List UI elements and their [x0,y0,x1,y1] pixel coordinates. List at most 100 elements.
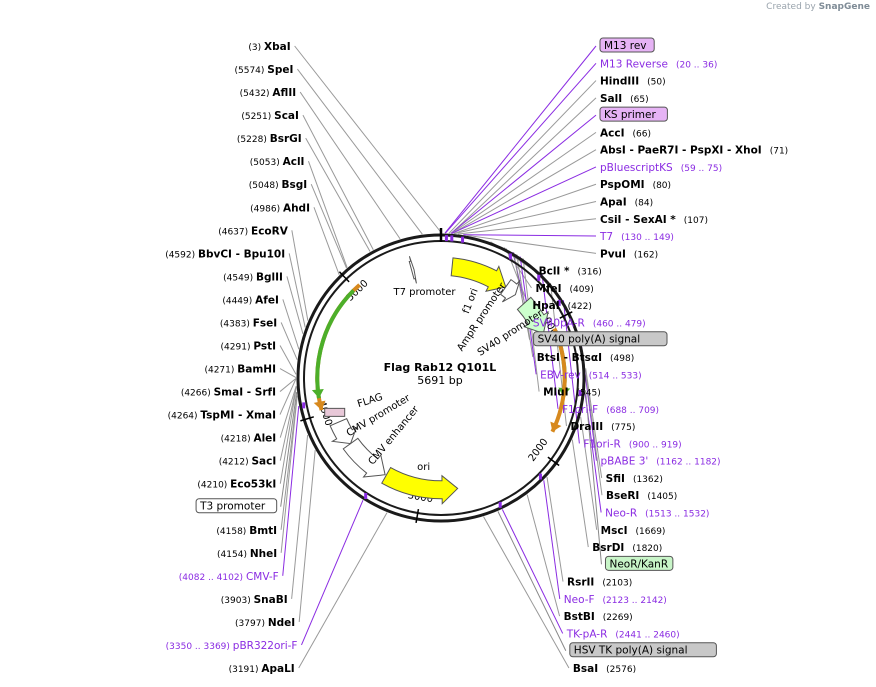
label-text: (4592) BbvCI - Bpu10I [165,248,285,260]
site-coordinate: (2269) [603,613,633,623]
label-text: (5228) BsrGI [237,133,302,145]
site-coordinate: (4271) [204,366,237,376]
label-text: KS primer [604,109,656,121]
site-coordinate: (4266) [181,389,214,399]
site-label-psti: (4291) PstI [221,340,276,352]
primer-site-mark [364,493,368,500]
leader-rsrii [546,476,564,582]
leader-alei [279,385,297,438]
site-name: BstBI [564,611,595,623]
leader-apali [298,512,388,669]
site-label-hpai: HpaI (422) [532,300,592,312]
site-label-eco53ki: (4210) Eco53kI [197,479,276,491]
leader-pspomi [453,183,597,235]
feature-label-f1-ori: f1 ori [461,287,481,315]
tick-3000 [415,508,420,523]
site-label-bseri: BseRI(1405) [606,490,677,502]
leader-bbvci-bpu10i [288,253,306,328]
site-label-bbvci-bpu10i: (4592) BbvCI - Bpu10I [165,248,285,260]
site-name: MluI [543,387,568,399]
site-label-apai: ApaI(84) [600,197,653,209]
site-label-m13-rev: M13 rev [599,37,655,53]
site-name: BbvCI - Bpu10I [198,248,285,260]
site-coordinate: (1820) [632,544,662,554]
site-coordinate: (5574) [234,66,267,76]
leader-acci [451,131,597,234]
leader-apai [454,201,597,235]
label-text: MfeI(409) [536,283,594,295]
site-label-xbai: (3) XbaI [248,41,290,53]
leader-bglii [286,276,304,334]
primer-site-mark [450,235,454,242]
site-name: AclI [283,156,305,168]
label-box [599,106,668,122]
label-text: (3) XbaI [248,41,290,53]
leader-bmti [280,395,298,530]
site-label-pvui: PvuI(162) [600,248,658,260]
site-coordinate: (422) [568,302,592,312]
primer-site-mark [537,274,541,281]
site-name: BtsI - BtsαI [537,352,602,364]
site-coordinate: (3350 .. 3369) [166,642,233,652]
site-label-t3-promoter: T3 promoter [195,498,278,514]
site-coordinate: (59 .. 75) [681,164,722,174]
site-name: BsrGI [270,133,302,145]
site-label-bmti: (4158) BmtI [216,525,277,537]
label-text: (4158) BmtI [216,525,277,537]
site-name: EcoRV [251,225,289,237]
label-text: PvuI(162) [600,248,658,260]
site-coordinate: (1162 .. 1182) [656,458,720,468]
label-box [604,555,674,571]
site-label-absi-paer7i-pspxi-xhoi: AbsI - PaeR7I - PspXI - XhoI(71) [600,145,788,157]
site-name: SnaBI [254,594,288,606]
label-text: BsaI(2576) [573,663,636,675]
site-label-btsi-bts-i: BtsI - BtsαI (498) [537,352,634,364]
label-text: TK-pA-R(2441 .. 2460) [566,628,680,640]
site-coordinate: (1669) [636,527,666,537]
site-name: TK-pA-R [566,628,608,640]
tick-label-2000: 2000 [527,437,551,464]
site-name: ScaI [274,110,299,122]
site-label-hsv-tk-poly-a-signal: HSV TK poly(A) signal [569,642,717,658]
label-text: ApaI(84) [600,197,653,209]
site-name: XbaI [264,41,291,53]
feature-ampr-promoter [499,278,521,303]
primer-site-mark [461,236,465,243]
site-name: pBluescriptKS [600,162,673,174]
site-label-pbabe-3: pBABE 3' (1162 .. 1182) [600,456,720,468]
label-box [599,37,655,53]
leader-aflii [299,91,401,240]
plasmid-size: 5691 bp [417,374,462,387]
site-name: MscI [601,525,628,537]
site-name: pBABE 3' [600,456,648,468]
map-center: Flag Rab12 Q101L 5691 bp [384,361,497,387]
feature-ori [381,466,459,505]
feature-segment [315,283,361,411]
primer-site-mark [302,402,306,409]
site-label-pbluescriptks: pBluescriptKS (59 .. 75) [600,162,722,174]
site-name: SalI [600,93,622,105]
site-label-bstbi: BstBI (2269) [564,611,633,623]
site-name: AfeI [255,294,279,306]
leader-smai-srfi [279,377,297,392]
label-text: (4449) AfeI [222,294,279,306]
site-coordinate: (84) [635,199,653,209]
site-name: PstI [253,340,276,352]
leader-bsrdi [571,439,589,548]
leader-bsgi [310,184,347,269]
site-coordinate: (498) [610,354,634,364]
site-coordinate: (2576) [606,665,636,675]
label-box [569,642,717,658]
leader-ecorv [291,230,309,321]
label-text: pBluescriptKS (59 .. 75) [600,162,722,174]
leader-psti [279,345,297,375]
site-coordinate: (316) [578,268,602,278]
site-name: DraIII [570,421,603,433]
tick-4000 [300,416,315,422]
label-text: HpaI (422) [532,300,592,312]
site-label-f1ori-f: F1ori-F(688 .. 709) [562,404,659,416]
site-name: HpaI [532,300,559,312]
site-label-fsei: (4383) FseI [220,317,277,329]
site-name: RsrII [567,577,594,589]
label-text: (4637) EcoRV [218,225,288,237]
